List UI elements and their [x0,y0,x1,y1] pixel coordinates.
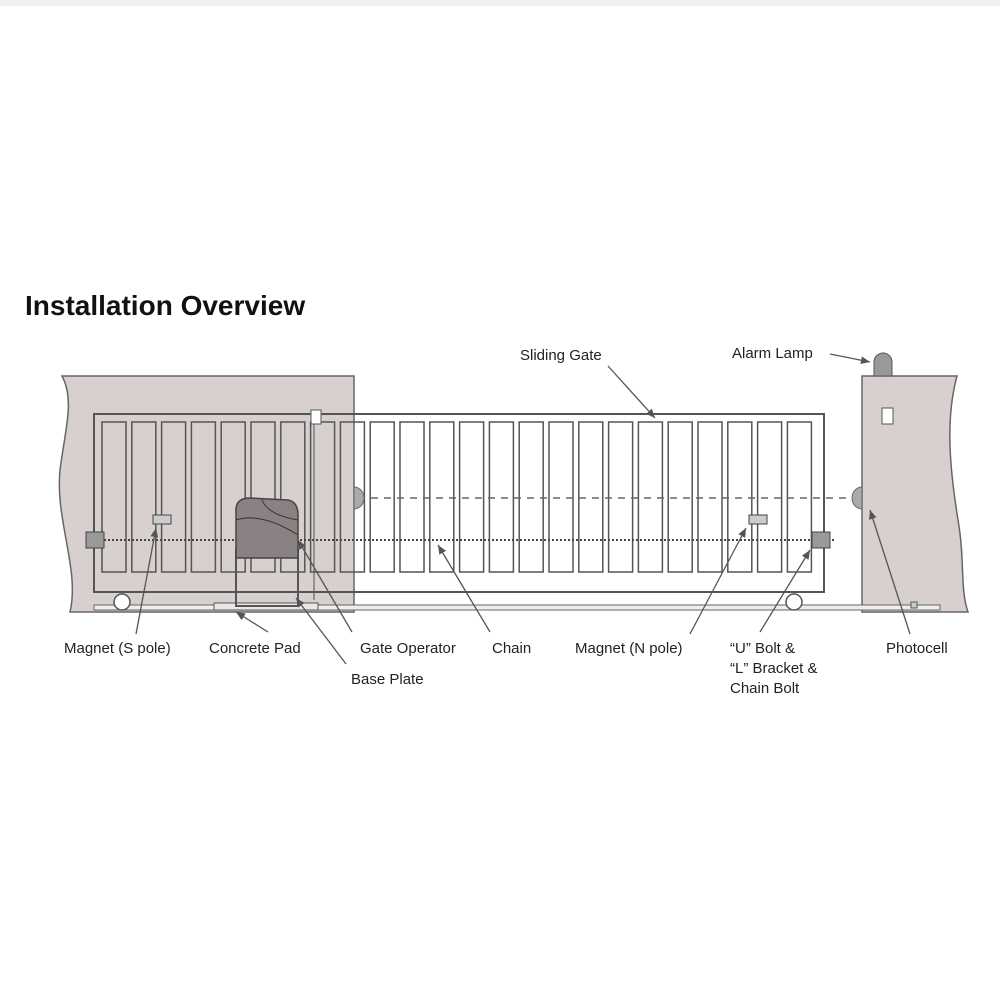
pillar-switch [881,407,894,425]
gate-bar [727,421,753,573]
gate-bar [399,421,425,573]
wheel-left [113,593,131,611]
gate-bar [518,421,544,573]
gate-bar [458,421,485,573]
gate-bar [250,421,276,573]
label-l-bracket: “L” Bracket & [730,660,818,677]
gate-bar [607,421,634,573]
gate-bar [101,421,127,573]
gate-bar [786,421,813,573]
label-gate-operator: Gate Operator [360,640,456,657]
gate-bar [548,421,574,573]
label-u-bolt: “U” Bolt & [730,640,795,657]
operator-contour [261,499,299,521]
leader-lines [135,353,911,665]
gate-bar [131,421,157,573]
pillar-bolt [910,601,918,609]
chain-bolt-left [85,531,105,549]
label-sliding-gate: Sliding Gate [520,347,602,364]
ground-track [93,604,941,611]
chain-bolt-right [811,531,831,549]
photocell-right-icon [851,486,863,510]
sliding-gate-frame [93,413,825,593]
gate-bar [309,421,336,573]
gate-bar [369,421,395,573]
label-chain-bolt: Chain Bolt [730,680,800,697]
left-wall [58,375,355,613]
label-base-plate: Base Plate [351,671,424,688]
label-concrete-pad: Concrete Pad [209,640,301,657]
gate-bar [160,421,187,573]
photocell-left-icon [353,486,365,510]
gate-switch [310,409,322,425]
page-title: Installation Overview [25,290,306,321]
alarm-lamp [873,352,893,377]
operator-contour [235,517,299,536]
label-chain: Chain [492,640,531,657]
gate-bar [667,421,693,573]
label-alarm-lamp: Alarm Lamp [732,345,813,362]
gate-bar [280,421,306,573]
gate-bar [220,421,246,573]
magnet-n [748,514,768,525]
label-magnet-s: Magnet (S pole) [64,640,171,657]
top-bar [0,0,1000,6]
gate-bar [578,421,604,573]
label-magnet-n: Magnet (N pole) [575,640,683,657]
gate-operator [235,497,299,559]
label-photocell: Photocell [886,640,948,657]
gate-bar [429,421,455,573]
gate-bar [190,421,217,573]
magnet-s [152,514,172,525]
gate-bar [488,421,515,573]
gate-bar [756,421,783,573]
gate-bar [637,421,664,573]
wheel-right [785,593,803,611]
right-pillar [861,375,970,613]
gate-bar [697,421,723,573]
